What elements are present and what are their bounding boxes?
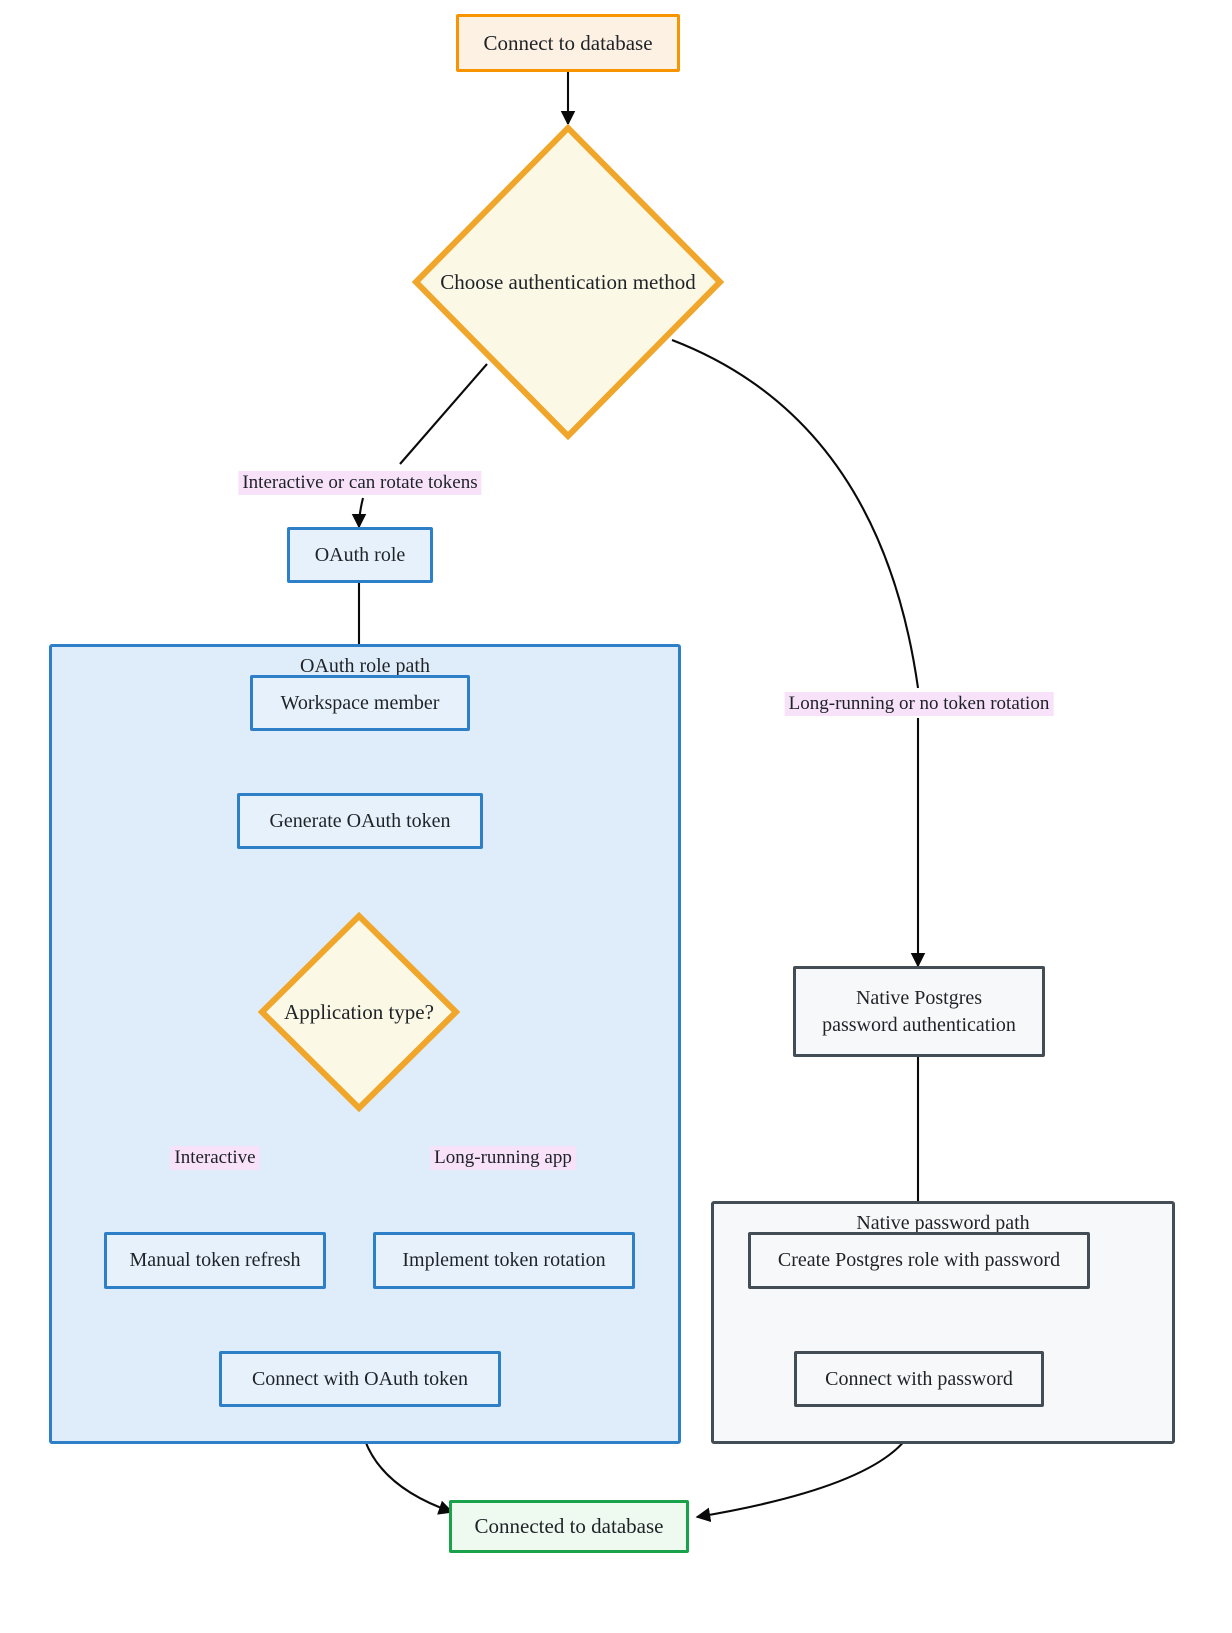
node-native-postgres-line2: password authentication — [822, 1013, 1016, 1036]
node-manual-token-refresh-label: Manual token refresh — [129, 1249, 301, 1271]
edge-label-text: Interactive — [174, 1147, 256, 1168]
node-application-type[interactable]: Application type? — [258, 912, 460, 1112]
node-workspace-member-label: Workspace member — [280, 691, 440, 714]
node-choose-authentication-method-label: Choose authentication method — [440, 269, 696, 294]
node-connect-with-oauth-token[interactable]: Connect with OAuth token — [219, 1351, 501, 1407]
node-native-postgres-line1: Native Postgres — [855, 986, 983, 1009]
edge-label-text: Interactive or can rotate tokens — [242, 472, 478, 493]
node-workspace-member[interactable]: Workspace member — [250, 675, 470, 731]
node-create-postgres-role-label: Create Postgres role with password — [777, 1249, 1061, 1271]
node-native-postgres-password-authentication[interactable]: Native Postgres password authentication — [793, 966, 1045, 1057]
decision-diamond-shape — [258, 912, 460, 1112]
node-connected-to-database[interactable]: Connected to database — [449, 1500, 689, 1553]
node-generate-oauth-token-label: Generate OAuth token — [269, 809, 451, 832]
node-generate-oauth-token[interactable]: Generate OAuth token — [237, 793, 483, 849]
cluster-native-password-path-title: Native password path — [856, 1212, 1030, 1234]
node-application-type-label: Application type? — [284, 999, 434, 1024]
node-oauth-role[interactable]: OAuth role — [287, 527, 433, 583]
node-connect-with-oauth-token-label: Connect with OAuth token — [251, 1367, 469, 1390]
node-connect-to-database-label: Connect to database — [483, 30, 653, 55]
edge-label-interactive-or-rotate: Interactive or can rotate tokens — [238, 471, 482, 495]
edge-label-long-running-no-rotation: Long-running or no token rotation — [784, 692, 1054, 716]
node-implement-token-rotation[interactable]: Implement token rotation — [373, 1232, 635, 1289]
node-implement-token-rotation-label: Implement token rotation — [402, 1249, 606, 1271]
edge-label-text: Long-running or no token rotation — [788, 693, 1050, 714]
edge-label-long-running-app: Long-running app — [430, 1146, 576, 1170]
decision-diamond-shape — [412, 124, 724, 440]
node-manual-token-refresh[interactable]: Manual token refresh — [104, 1232, 326, 1289]
edge-label-text: Long-running app — [434, 1147, 572, 1168]
node-connect-with-password-label: Connect with password — [825, 1367, 1013, 1390]
node-connected-to-database-label: Connected to database — [474, 1514, 664, 1539]
node-connect-to-database[interactable]: Connect to database — [456, 14, 680, 72]
node-connect-with-password[interactable]: Connect with password — [794, 1351, 1044, 1407]
node-oauth-role-label: OAuth role — [314, 543, 406, 566]
edge-label-interactive: Interactive — [170, 1146, 260, 1170]
edge-oauth-label-to-oauthrole — [351, 497, 367, 529]
node-choose-authentication-method[interactable]: Choose authentication method — [412, 124, 724, 440]
node-create-postgres-role-with-password[interactable]: Create Postgres role with password — [748, 1232, 1090, 1289]
